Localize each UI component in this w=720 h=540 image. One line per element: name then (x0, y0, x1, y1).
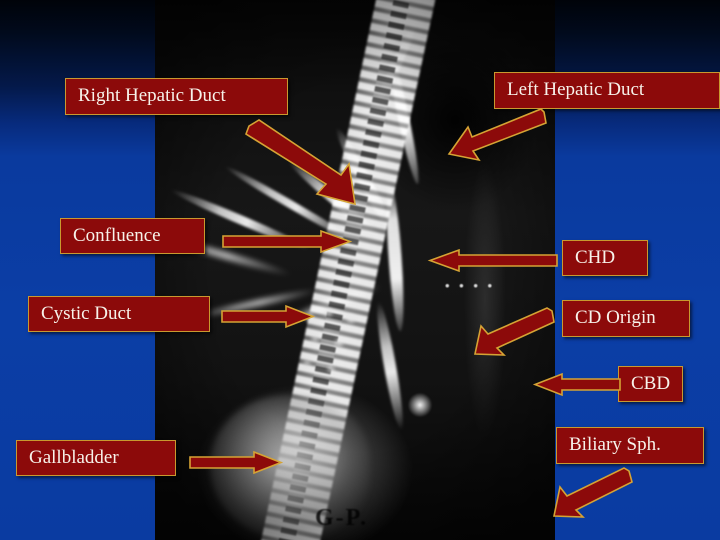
label-confluence[interactable]: Confluence (60, 218, 205, 254)
label-right-hepatic-duct[interactable]: Right Hepatic Duct (65, 78, 288, 115)
arrow-left-hepatic-duct (447, 108, 547, 162)
label-biliary-sph[interactable]: Biliary Sph. (556, 427, 704, 464)
arrow-cbd (532, 372, 621, 397)
label-cystic-duct[interactable]: Cystic Duct (28, 296, 210, 332)
label-cbd[interactable]: CBD (618, 366, 683, 402)
label-gallbladder[interactable]: Gallbladder (16, 440, 176, 476)
label-left-hepatic-duct[interactable]: Left Hepatic Duct (494, 72, 720, 109)
arrow-gallbladder (189, 450, 284, 475)
arrow-cd-origin (474, 307, 555, 356)
surgical-clip (407, 390, 433, 420)
arrow-cystic-duct (221, 304, 316, 329)
arrow-biliary-sph (553, 467, 633, 518)
label-chd[interactable]: CHD (562, 240, 648, 276)
arrow-confluence (222, 229, 353, 254)
dotted-marker: • • • • (445, 278, 496, 293)
label-cd-origin[interactable]: CD Origin (562, 300, 690, 337)
arrow-chd (427, 248, 558, 273)
arrow-right-hepatic-duct (245, 119, 356, 206)
film-marker-text: G-P. (315, 505, 369, 531)
